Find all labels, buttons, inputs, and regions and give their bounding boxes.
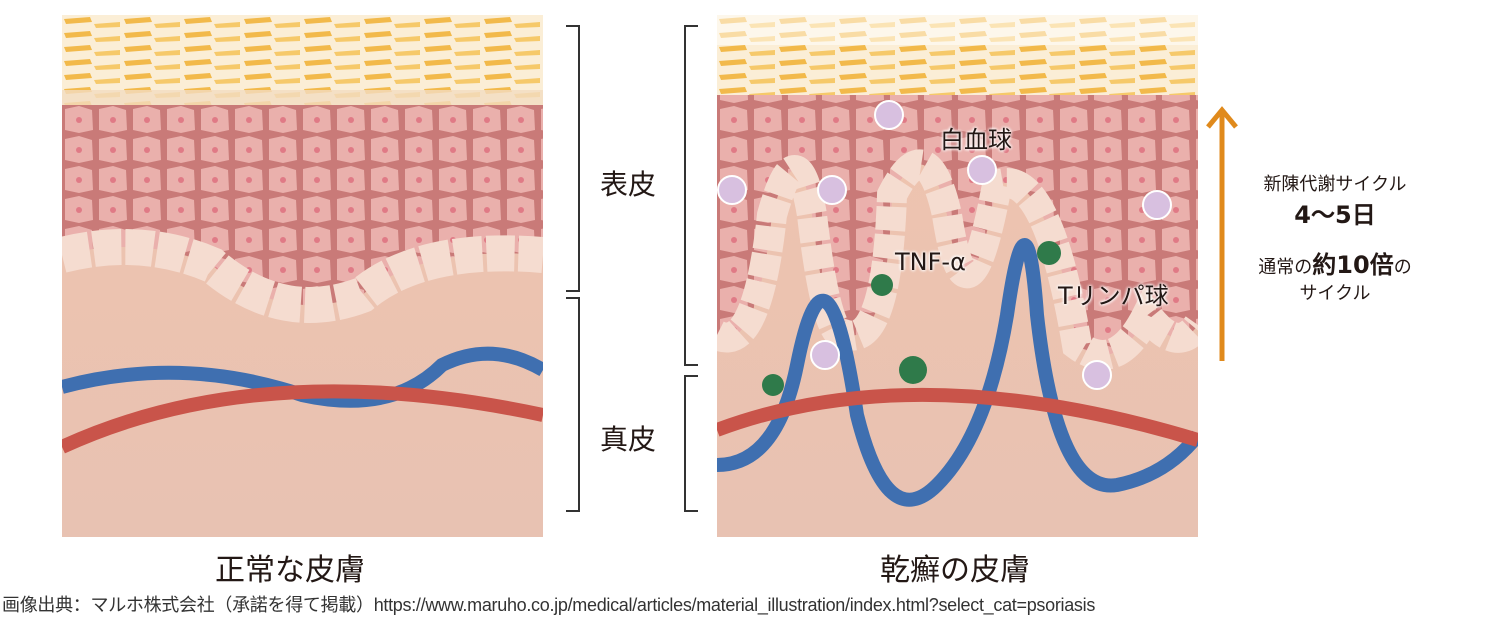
cycle-label: 新陳代謝サイクル [1263,174,1407,195]
dermis-bracket-normal [566,297,580,512]
t-lymphocyte-label: Tリンパ球 [1058,282,1169,310]
cycle-suffix: サイクル [1299,283,1371,304]
comparison-prefix: 通常の [1258,257,1313,278]
normal-skin-caption: 正常な皮膚 [215,553,365,588]
epidermis-label: 表皮 [600,168,657,201]
cycle-days: 4〜5日 [1294,201,1376,229]
dermis-bracket-psoriasis [684,375,698,512]
image-source: 画像出典：マルホ株式会社（承諾を得て掲載）https://www.maruho.… [2,595,1096,615]
cycle-comparison: 通常の約10倍の [1235,250,1435,281]
psoriasis-skin-caption: 乾癬の皮膚 [880,553,1030,588]
comparison-particle: の [1393,257,1412,278]
white-blood-cells [717,100,1172,390]
normal-skin-illustration [62,15,543,537]
epidermis-bracket-psoriasis [684,25,698,366]
dermis-label: 真皮 [600,423,657,456]
tnf-alpha-label: TNF-α [895,248,966,276]
up-arrow-icon [1206,106,1238,361]
psoriasis-skin-illustration [717,15,1198,537]
epidermis-bracket-normal [566,25,580,292]
comparison-multiplier: 約10倍 [1312,251,1394,279]
wbc-label: 白血球 [940,126,1012,154]
tnf-alpha-particles [762,241,1061,396]
